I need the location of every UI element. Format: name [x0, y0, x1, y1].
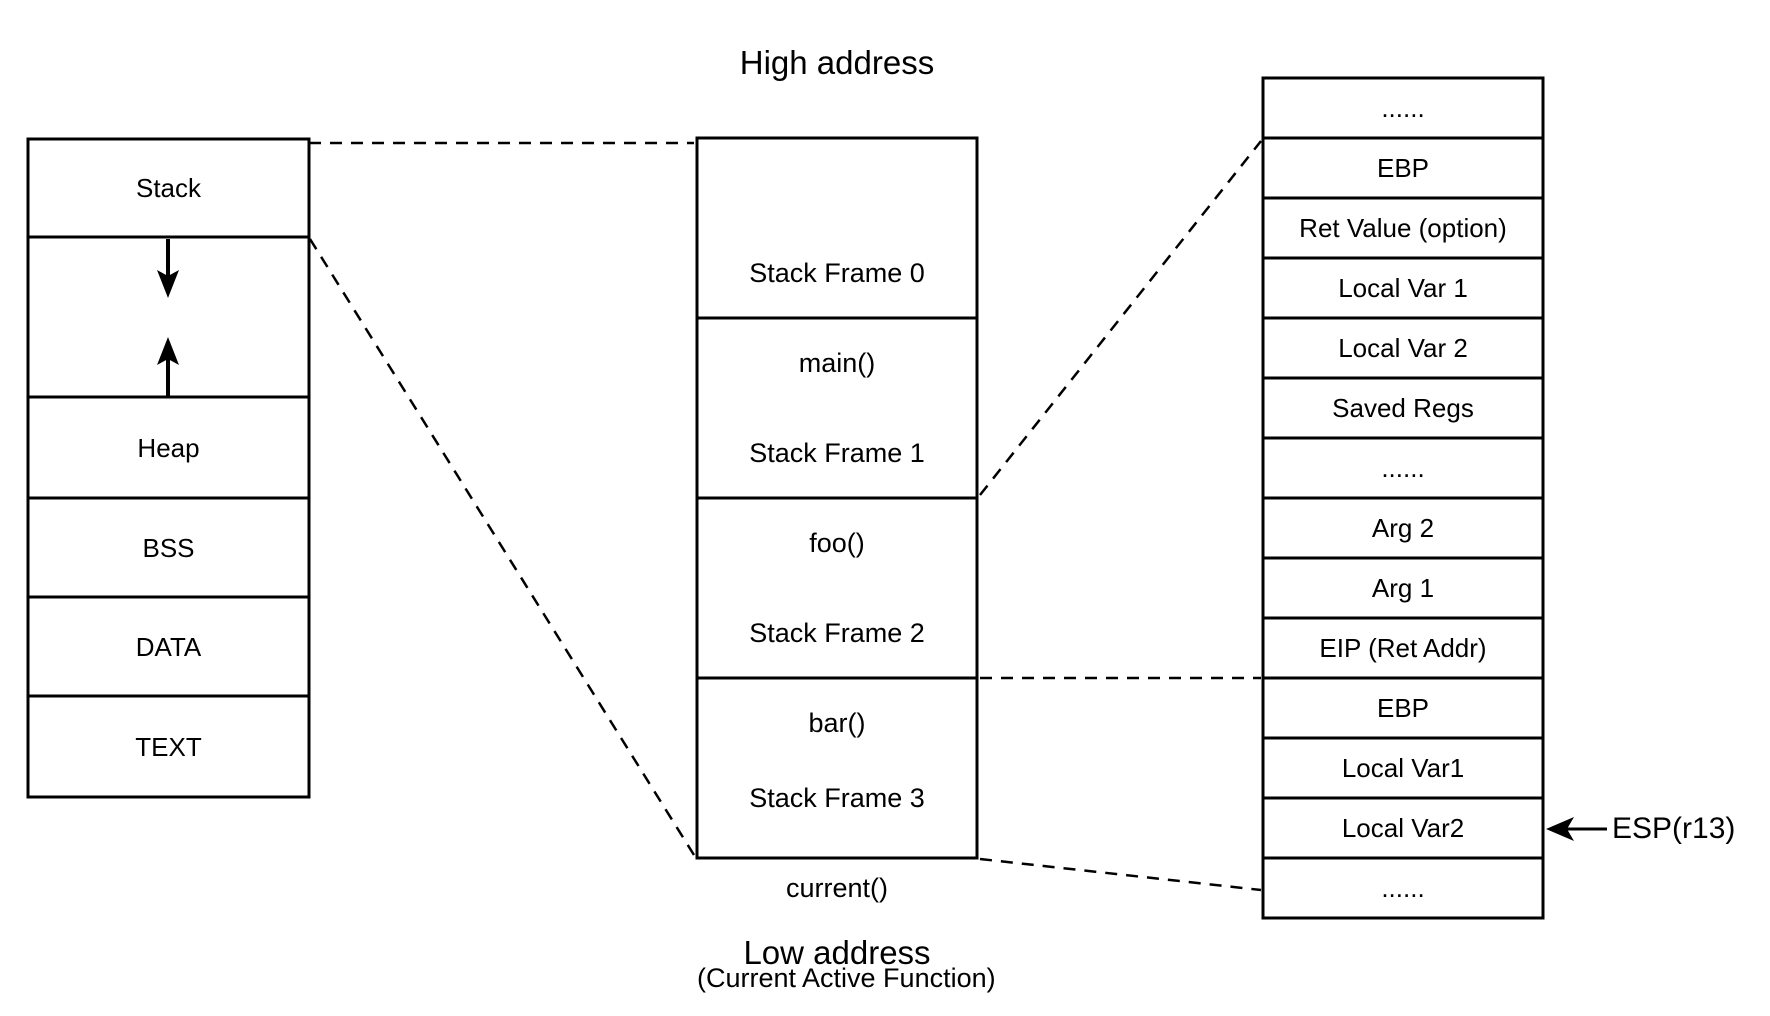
stack-frame-0: Stack Frame 0 main(): [697, 198, 977, 438]
stack-frame-3-title: Stack Frame 3: [749, 783, 925, 813]
stack-frame-0-function: main(): [798, 348, 876, 378]
heap-growth-up-arrow-icon: [157, 337, 179, 396]
stack-frame-3-note: (Current Active Function): [697, 963, 996, 993]
stack-frame-2: Stack Frame 2 bar(): [697, 558, 977, 798]
detail-row-ellipsis-top: ......: [1381, 93, 1425, 123]
detail-row-saved-regs: Saved Regs: [1332, 393, 1474, 423]
memory-section-data: DATA: [135, 632, 202, 662]
memory-section-text: TEXT: [135, 732, 202, 762]
connector-frame2-top: [979, 140, 1262, 496]
stack-frame-3: Stack Frame 3 current() (Current Active …: [697, 723, 996, 1016]
detail-row-local-var1: Local Var1: [1341, 753, 1465, 783]
stack-growth-down-arrow-icon: [157, 239, 179, 298]
stack-frame-0-title: Stack Frame 0: [749, 258, 925, 288]
detail-row-ellipsis-mid: ......: [1381, 453, 1425, 483]
esp-register-label: ESP(r13): [1612, 812, 1736, 845]
detail-row-ellipsis-bottom: ......: [1381, 873, 1425, 903]
detail-row-ret-value: Ret Value (option): [1299, 213, 1507, 243]
low-address-title: Low address: [743, 934, 931, 971]
detail-row-ebp-caller: EBP: [1376, 153, 1430, 183]
stack-frame-2-title: Stack Frame 2: [749, 618, 925, 648]
connector-stack-bottom: [308, 238, 696, 856]
stack-frame-3-function: current(): [785, 873, 888, 903]
stack-frame-1-function: foo(): [809, 528, 865, 558]
memory-section-heap: Heap: [137, 433, 200, 463]
high-address-title: High address: [739, 44, 935, 81]
detail-row-local-var-1: Local Var 1: [1338, 273, 1468, 303]
detail-row-arg-1: Arg 1: [1371, 573, 1435, 603]
detail-row-local-var-2: Local Var 2: [1338, 333, 1468, 363]
esp-pointer-arrow-icon: [1546, 817, 1607, 841]
stack-frame-1: Stack Frame 1 foo(): [697, 378, 977, 618]
detail-row-arg-2: Arg 2: [1371, 513, 1435, 543]
stack-frame-2-function: bar(): [808, 708, 866, 738]
memory-section-bss: BSS: [142, 533, 195, 563]
detail-row-eip-ret-addr: EIP (Ret Addr): [1319, 633, 1487, 663]
connector-frame3-bottom: [979, 857, 1262, 892]
detail-row-ebp-current: EBP: [1376, 693, 1430, 723]
memory-map-box: [26, 137, 311, 799]
stack-frame-1-title: Stack Frame 1: [749, 438, 925, 468]
detail-row-local-var2: Local Var2: [1341, 813, 1465, 843]
memory-section-stack: Stack: [135, 173, 202, 203]
